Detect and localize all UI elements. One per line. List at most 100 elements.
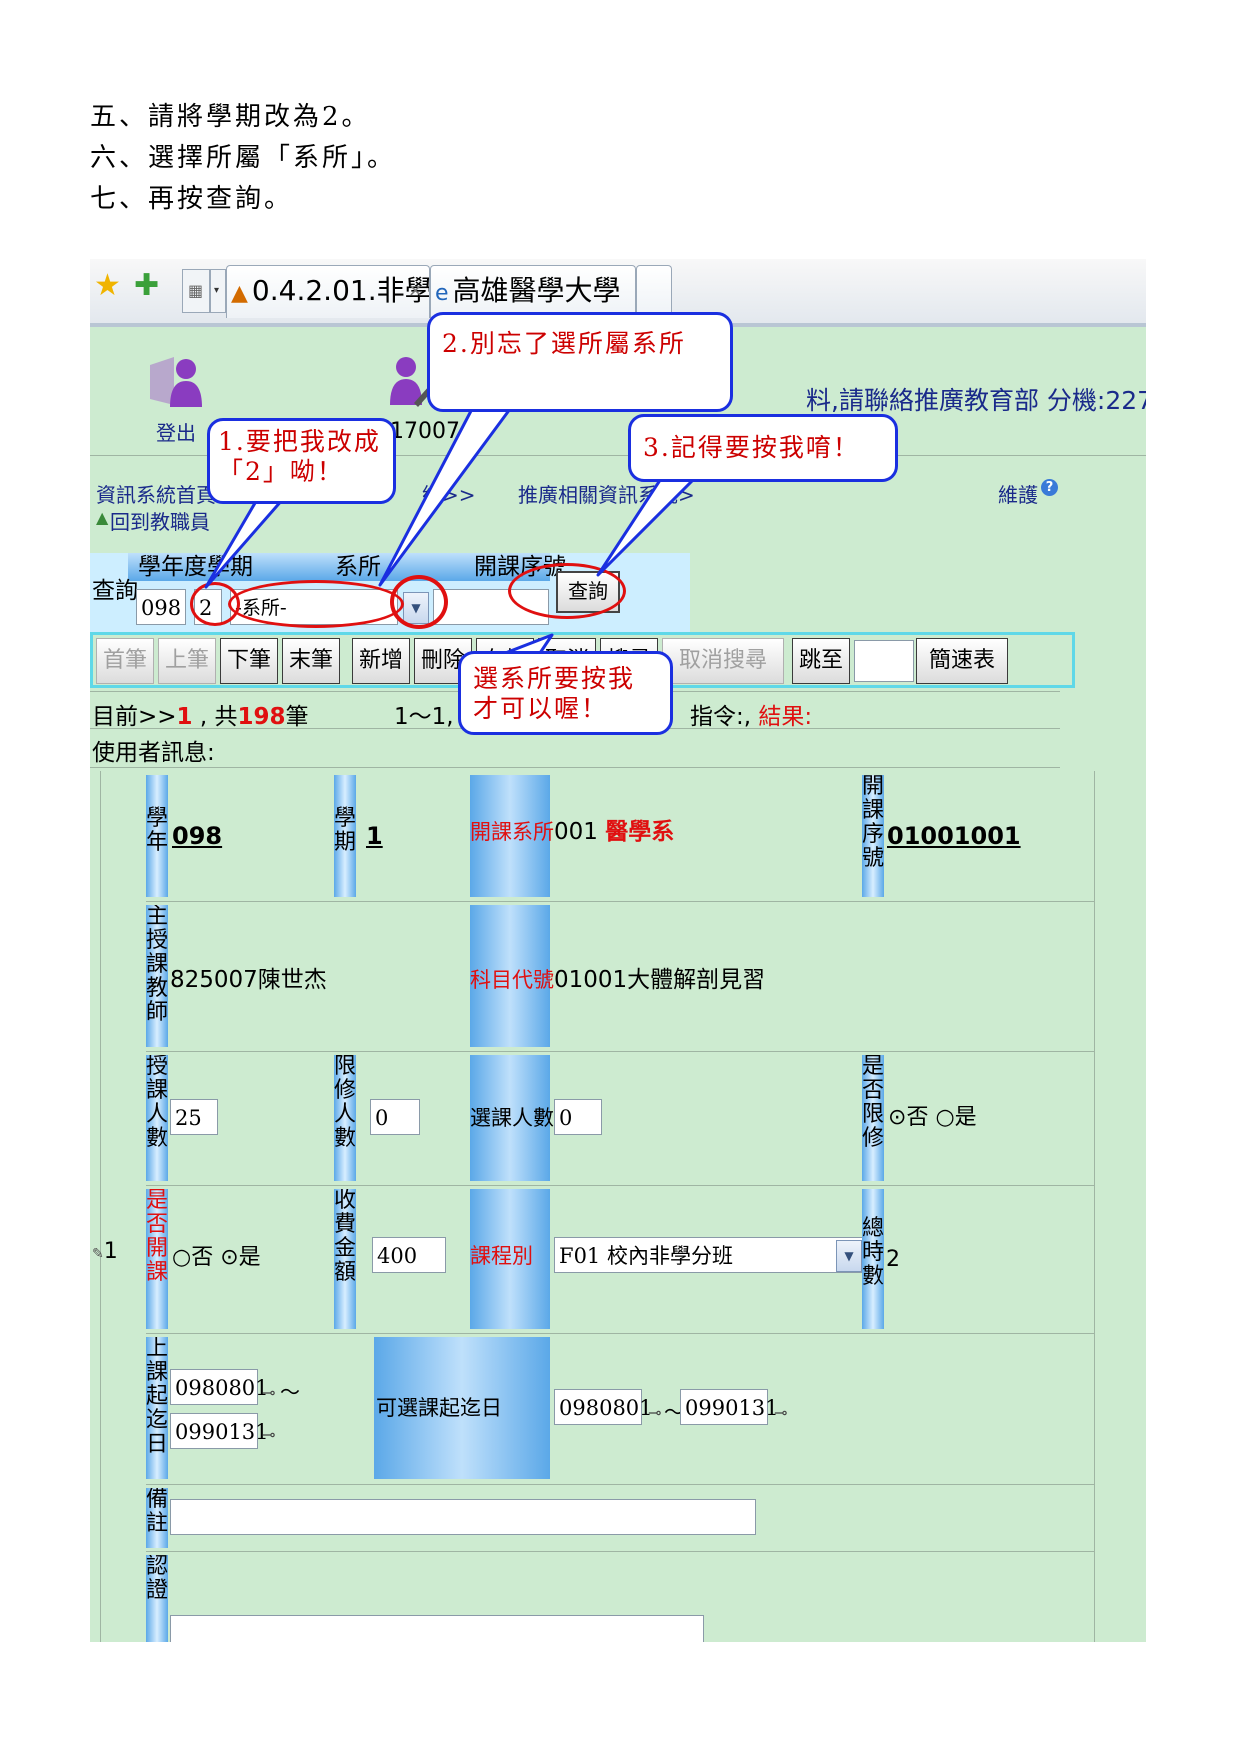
last-record-button[interactable]: 末筆 xyxy=(282,638,340,684)
callout-3-tail xyxy=(596,469,704,577)
calendar-icon[interactable]: ⊸ xyxy=(648,1403,662,1422)
new-tab-button[interactable] xyxy=(636,265,672,318)
period-end-input[interactable]: 0990131 xyxy=(170,1413,269,1449)
period-tilde: ～ xyxy=(280,1380,300,1404)
grid-line xyxy=(146,1551,1094,1552)
dept-label: 開課系所 xyxy=(470,820,554,844)
favorites-star-icon[interactable]: ★ xyxy=(94,268,121,303)
teacher-value: 825007陳世杰 xyxy=(170,967,327,993)
year-label-text: 學年 xyxy=(146,806,168,855)
callout-press-dropdown: 選系所要按我才可以喔！ xyxy=(458,651,673,735)
ie-icon: e xyxy=(435,281,449,306)
open-yes-radio[interactable]: ⊙ xyxy=(220,1245,239,1270)
restricted-yes-radio[interactable]: ○ xyxy=(935,1105,955,1130)
staff-icon: ▲ xyxy=(96,508,109,527)
query-col-dept: 系所 xyxy=(335,554,381,580)
query-year-input[interactable]: 098 xyxy=(136,589,186,625)
cancel-search-button[interactable]: 取消搜尋 xyxy=(662,638,784,684)
quick-table-button[interactable]: 簡速表 xyxy=(916,638,1008,684)
quick-tabs-icon[interactable]: ▦ xyxy=(182,269,210,313)
restricted-label-text: 是否限修 xyxy=(862,1055,884,1151)
subject-label-cell xyxy=(470,905,550,1047)
query-col-year-term: 學年度學期 xyxy=(138,554,253,580)
program-dropdown-arrow-icon[interactable]: ▼ xyxy=(836,1240,862,1272)
logout-icon[interactable] xyxy=(148,355,210,411)
calendar-icon[interactable]: ⊸ xyxy=(262,1425,276,1444)
restricted-yes-label: 是 xyxy=(954,1105,977,1130)
query-header-band xyxy=(128,553,550,581)
period-label: 上課起迄日 xyxy=(146,1337,168,1479)
cert-label: 認證 xyxy=(146,1555,168,1642)
restricted-label: 是否限修 xyxy=(862,1055,884,1181)
open-no-label: 否 xyxy=(191,1245,214,1270)
course-no-label: 開課序號 xyxy=(862,775,884,897)
breadcrumb-home[interactable]: 資訊系統首頁 xyxy=(96,483,216,507)
tab-course-system-label: 0.4.2.01.非學... xyxy=(251,274,430,307)
record-position: 目前>>1 , 共198筆 xyxy=(92,697,309,731)
restricted-no-radio[interactable]: ⊙ xyxy=(888,1105,907,1130)
calendar-icon[interactable]: ⊸ xyxy=(774,1403,788,1422)
next-record-button[interactable]: 下筆 xyxy=(220,638,278,684)
cert-input[interactable] xyxy=(170,1615,704,1642)
restricted-radio-group: ⊙否 ○是 xyxy=(888,1105,977,1131)
program-select[interactable]: F01 校內非學分班 xyxy=(554,1237,864,1273)
dept-label-cell xyxy=(470,775,550,897)
add-favorite-icon[interactable]: ✚ xyxy=(134,268,160,303)
enroll-start-input[interactable]: 0980801 xyxy=(554,1389,653,1425)
contact-notice: 料,請聯絡推廣教育部 分機:2270 xyxy=(806,386,1146,415)
user-message-label: 使用者訊息: xyxy=(92,740,215,766)
grid-line xyxy=(146,1051,1094,1052)
program-label: 課程別 xyxy=(470,1244,533,1268)
limit-label-text: 限修人數 xyxy=(334,1055,356,1151)
class-size-label: 授課人數 xyxy=(146,1055,168,1181)
year-value: 098 xyxy=(172,822,223,850)
enroll-period-label-cell xyxy=(374,1337,550,1479)
logout-label[interactable]: 登出 xyxy=(156,421,196,445)
add-button[interactable]: 新增 xyxy=(352,638,410,684)
query-label: 查詢 xyxy=(92,578,138,604)
tab-close-icon[interactable]: × xyxy=(407,280,423,301)
instruction-line-7: 七、再按查詢。 xyxy=(90,184,294,214)
help-icon[interactable]: ? xyxy=(1041,479,1058,496)
enroll-end-input[interactable]: 0990131 xyxy=(680,1389,779,1425)
enrolled-input[interactable]: 0 xyxy=(554,1099,602,1135)
row-index-number: 1 xyxy=(103,1239,118,1264)
prev-record-button[interactable]: 上筆 xyxy=(158,638,216,684)
hours-value: 2 xyxy=(886,1247,900,1272)
open-no-radio[interactable]: ○ xyxy=(172,1245,192,1270)
enrolled-label-cell xyxy=(470,1055,550,1181)
grid-line xyxy=(146,1333,1094,1334)
tab-course-system[interactable]: ▲0.4.2.01.非學... × xyxy=(226,265,430,318)
edit-pencil-icon[interactable]: ✎ xyxy=(92,1246,104,1262)
jump-button[interactable]: 跳至 xyxy=(792,638,850,684)
remark-input[interactable] xyxy=(170,1499,756,1535)
page-favicon-icon: ▲ xyxy=(231,281,248,306)
command-label: 指令:, xyxy=(690,704,752,730)
dropdown-highlight-ellipse xyxy=(390,575,448,629)
limit-input[interactable]: 0 xyxy=(370,1099,420,1135)
status-line-bottom xyxy=(90,767,1060,768)
record-position-total-prefix: , 共 xyxy=(192,704,238,730)
hours-label-text: 總時數 xyxy=(862,1216,884,1289)
calendar-icon[interactable]: ⊸ xyxy=(262,1383,276,1402)
fee-input[interactable]: 400 xyxy=(372,1237,446,1273)
back-to-staff-link[interactable]: 回到教職員 xyxy=(110,510,210,534)
first-record-button[interactable]: 首筆 xyxy=(96,638,154,684)
result-label: 結果: xyxy=(758,704,813,730)
program-label-cell xyxy=(470,1189,550,1329)
callout-press-query: 3.記得要按我唷！ xyxy=(628,414,898,482)
class-size-input[interactable]: 25 xyxy=(170,1099,218,1135)
course-no-value: 01001001 xyxy=(887,822,1021,850)
remark-label: 備註 xyxy=(146,1488,168,1548)
subject-value: 01001大體解剖見習 xyxy=(554,967,766,993)
tab-list-dropdown-icon[interactable]: ▾ xyxy=(210,269,226,313)
period-start-input[interactable]: 0980801 xyxy=(170,1369,269,1405)
year-label: 學年 xyxy=(146,775,168,897)
jump-input[interactable] xyxy=(854,640,914,682)
command-result: 指令:, 結果: xyxy=(690,697,812,731)
record-position-prefix: 目前>> xyxy=(92,704,177,730)
record-position-current: 1 xyxy=(176,704,193,730)
term-label-text: 學期 xyxy=(334,806,356,855)
